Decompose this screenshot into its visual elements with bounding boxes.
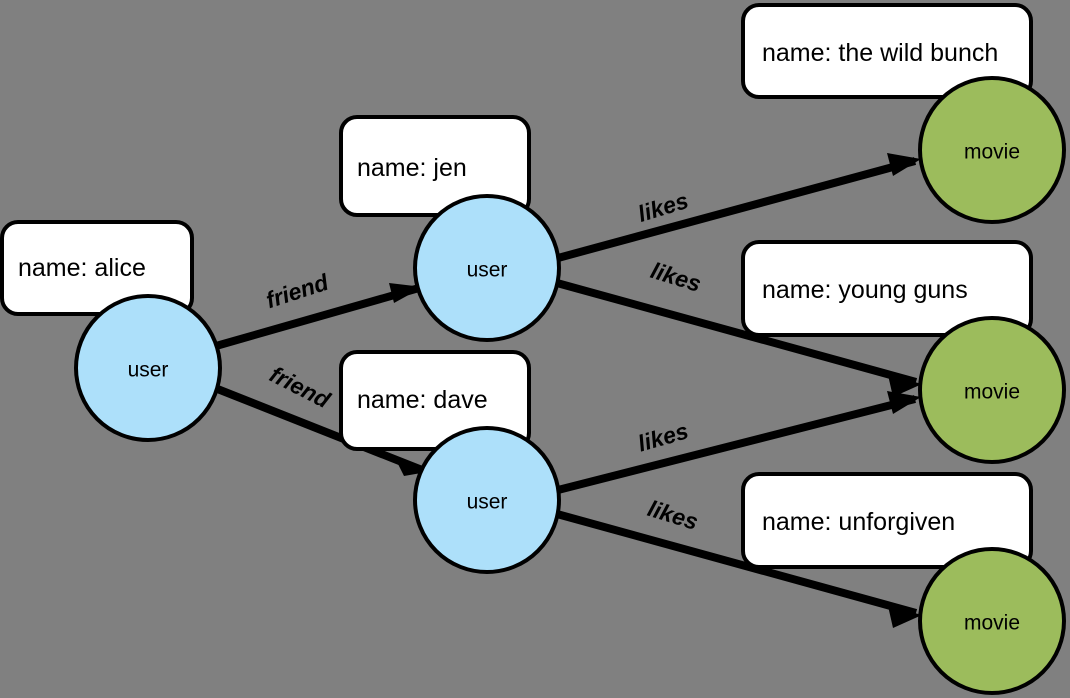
- property-box-text: name: the wild bunch: [762, 39, 998, 67]
- property-box-rect: [339, 115, 531, 217]
- property-box-text: name: alice: [18, 254, 146, 282]
- property-box-the-wild-bunch[interactable]: name: the wild bunch: [741, 3, 1033, 99]
- arrow-head-icon: [888, 606, 922, 628]
- edge-line: [555, 510, 918, 617]
- node-circle: [918, 316, 1066, 464]
- node-jen[interactable]: user: [413, 194, 561, 342]
- edge-alice-friend-dave[interactable]: [213, 384, 427, 476]
- arrow-head-icon: [394, 456, 427, 476]
- property-box-alice[interactable]: name: alice: [0, 220, 194, 316]
- property-box-rect: [0, 220, 194, 316]
- arrow-head-icon: [887, 153, 921, 176]
- arrow-head-icon: [389, 283, 423, 303]
- edge-label-friend-jen: friend: [263, 268, 333, 313]
- property-box-young-guns[interactable]: name: young guns: [741, 240, 1033, 337]
- property-box-unforgiven[interactable]: name: unforgiven: [741, 472, 1033, 569]
- property-box-rect: [741, 3, 1033, 99]
- node-type-label: movie: [964, 381, 1020, 404]
- edge-dave-likes-young-guns[interactable]: [557, 391, 921, 494]
- property-box-rect: [741, 240, 1033, 337]
- property-box-text: name: unforgiven: [762, 508, 955, 536]
- node-type-label: user: [467, 259, 508, 282]
- node-type-label: user: [128, 359, 169, 382]
- node-young-guns[interactable]: movie: [918, 316, 1066, 464]
- property-box-text: name: young guns: [762, 276, 968, 304]
- node-circle: [918, 76, 1066, 224]
- property-box-dave[interactable]: name: dave: [339, 350, 531, 451]
- property-box-layer: name: alice name: jen name: dave name: t…: [0, 3, 1033, 569]
- edge-line: [214, 284, 421, 350]
- property-box-rect: [741, 472, 1033, 569]
- arrow-head-icon: [887, 391, 921, 414]
- edge-alice-friend-jen[interactable]: [214, 283, 423, 350]
- property-box-text: name: dave: [357, 386, 488, 414]
- node-the-wild-bunch[interactable]: movie: [918, 76, 1066, 224]
- edge-line: [557, 395, 916, 494]
- edge-line: [556, 157, 917, 262]
- node-layer: user user user movie movie movie: [74, 76, 1066, 695]
- node-circle: [413, 194, 561, 342]
- edge-layer: [213, 153, 922, 628]
- edge-label-likes-unforgiven: likes: [645, 495, 702, 535]
- arrow-head-icon: [888, 375, 922, 397]
- node-dave[interactable]: user: [413, 426, 561, 574]
- edge-dave-likes-unforgiven[interactable]: [555, 510, 922, 628]
- node-type-label: movie: [964, 141, 1020, 164]
- edge-jen-likes-the-wild-bunch[interactable]: [556, 153, 921, 262]
- edge-line: [213, 384, 424, 474]
- node-circle: [74, 294, 222, 442]
- node-unforgiven[interactable]: movie: [918, 547, 1066, 695]
- edge-label-likes-young-guns-from-jen: likes: [648, 257, 705, 297]
- property-box-text: name: jen: [357, 154, 467, 182]
- node-type-label: user: [467, 491, 508, 514]
- node-circle: [918, 547, 1066, 695]
- edge-line: [555, 279, 918, 386]
- edge-jen-likes-young-guns[interactable]: [555, 279, 922, 397]
- property-box-jen[interactable]: name: jen: [339, 115, 531, 217]
- edge-label-friend-dave: friend: [266, 361, 336, 414]
- node-alice[interactable]: user: [74, 294, 222, 442]
- node-circle: [413, 426, 561, 574]
- edge-label-likes-young-guns-from-dave: likes: [635, 417, 691, 456]
- node-type-label: movie: [964, 612, 1020, 635]
